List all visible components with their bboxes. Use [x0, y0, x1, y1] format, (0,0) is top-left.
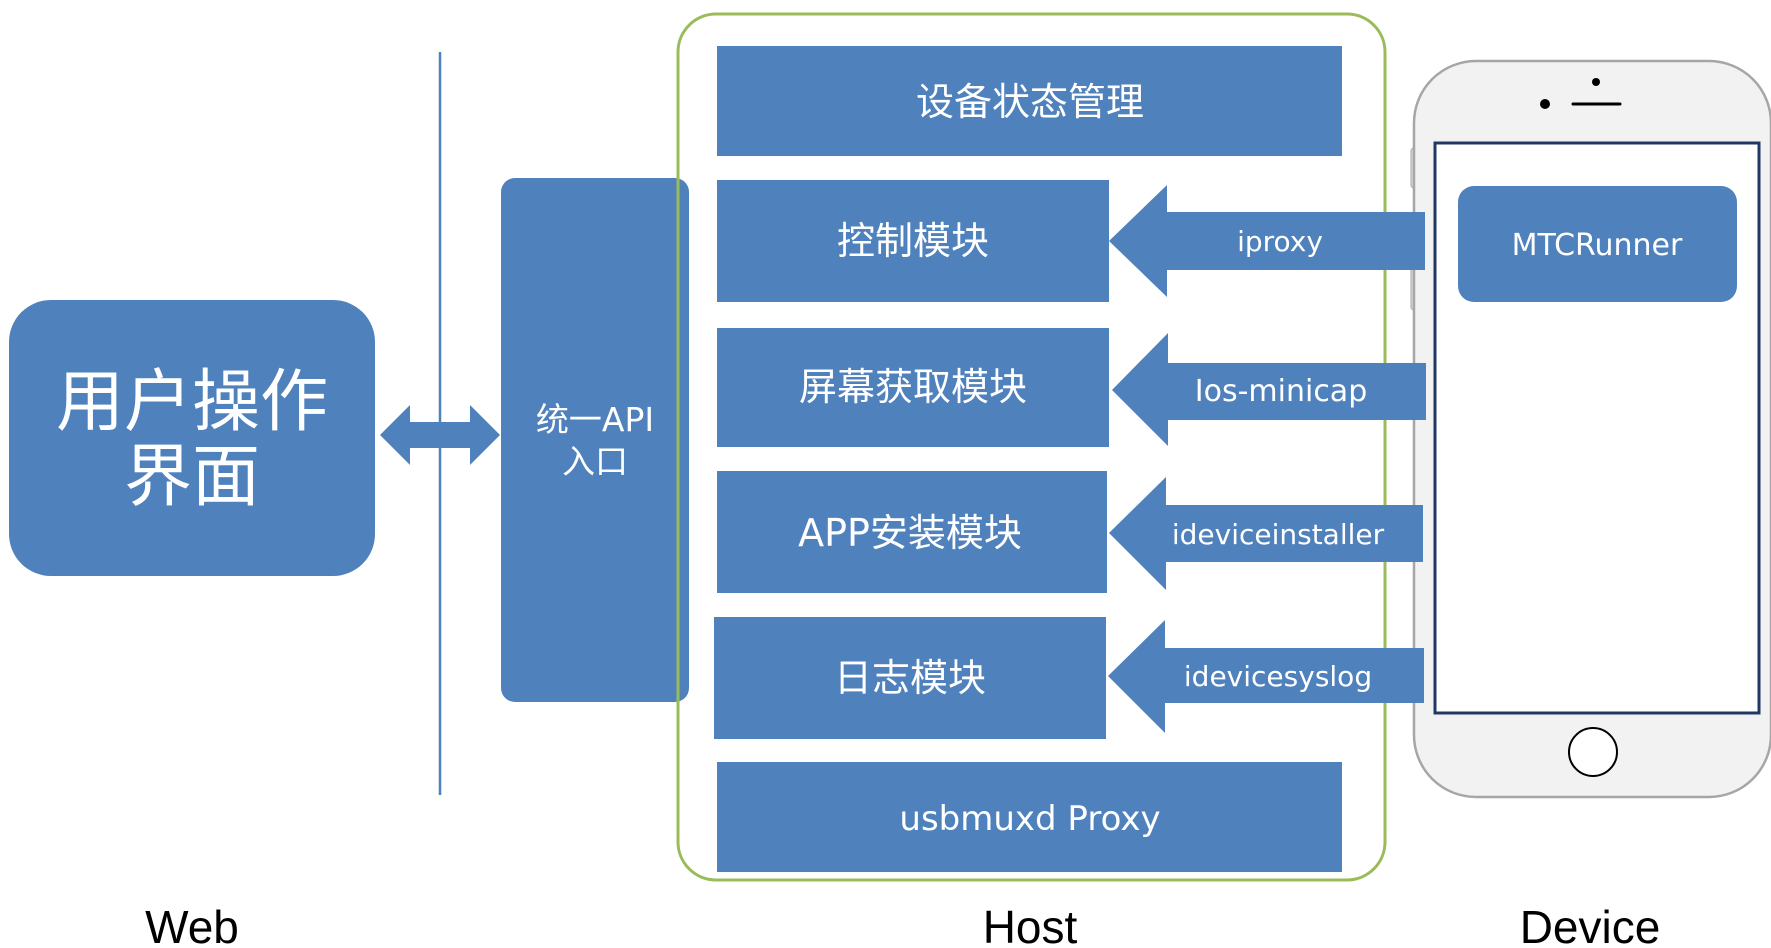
- iproxy-arrow: [1109, 185, 1425, 297]
- syslog-connector: idevicesyslog: [1108, 620, 1424, 733]
- phone-home-button: [1568, 727, 1618, 777]
- control-module: 控制模块: [717, 180, 1109, 302]
- phone-proximity-sensor: [1540, 99, 1550, 109]
- usbmuxd-proxy-module-box: [717, 762, 1342, 872]
- log-module-box: [714, 617, 1106, 739]
- web-section-label: Web: [145, 901, 239, 948]
- unified-api-label-line1: 统一API: [536, 400, 654, 439]
- device-state-module: 设备状态管理: [717, 46, 1342, 156]
- minicap-arrow: [1112, 333, 1426, 446]
- device-section-label: Device: [1520, 901, 1661, 948]
- host-section-label: Host: [983, 901, 1078, 948]
- syslog-arrow: [1108, 620, 1424, 733]
- minicap-label: Ios-minicap: [1195, 374, 1368, 409]
- installer-label: ideviceinstaller: [1172, 518, 1385, 551]
- log-module: 日志模块: [714, 617, 1106, 739]
- usbmuxd-proxy-module-label: usbmuxd Proxy: [899, 799, 1160, 839]
- device-state-module-box: [717, 46, 1342, 156]
- user-interface-box: [9, 300, 375, 576]
- mtcrunner-label: MTCRunner: [1512, 228, 1683, 263]
- control-module-box: [717, 180, 1109, 302]
- unified-api-box: [501, 178, 689, 702]
- user-interface-label-line2: 界面: [124, 438, 260, 517]
- phone-front-camera: [1592, 78, 1600, 86]
- device-state-module-label: 设备状态管理: [916, 80, 1144, 124]
- installer-connector: ideviceinstaller: [1109, 477, 1423, 590]
- syslog-label: idevicesyslog: [1184, 660, 1372, 693]
- screen-capture-module-box: [717, 328, 1109, 447]
- user-interface-block: 用户操作 界面: [9, 300, 375, 576]
- screen-capture-module: 屏幕获取模块: [717, 328, 1109, 447]
- mtcrunner-block: MTCRunner: [1458, 186, 1737, 302]
- unified-api-block: 统一API 入口: [501, 178, 689, 702]
- phone-device: [1410, 59, 1771, 799]
- control-module-label: 控制模块: [837, 219, 989, 263]
- user-interface-label-line1: 用户操作: [56, 363, 328, 442]
- host-container: [676, 12, 1387, 882]
- app-install-module: APP安装模块: [717, 471, 1107, 593]
- log-module-label: 日志模块: [834, 656, 986, 700]
- mtcrunner-box: [1458, 186, 1737, 302]
- installer-arrow: [1109, 477, 1423, 590]
- screen-capture-module-label: 屏幕获取模块: [799, 365, 1027, 409]
- iproxy-connector: iproxy: [1109, 185, 1425, 297]
- app-install-module-box: [717, 471, 1107, 593]
- minicap-connector: Ios-minicap: [1112, 333, 1426, 446]
- usbmuxd-proxy-module: usbmuxd Proxy: [717, 762, 1342, 872]
- app-install-module-label: APP安装模块: [798, 511, 1022, 555]
- unified-api-label-line2: 入口: [562, 442, 628, 481]
- iproxy-label: iproxy: [1237, 225, 1323, 258]
